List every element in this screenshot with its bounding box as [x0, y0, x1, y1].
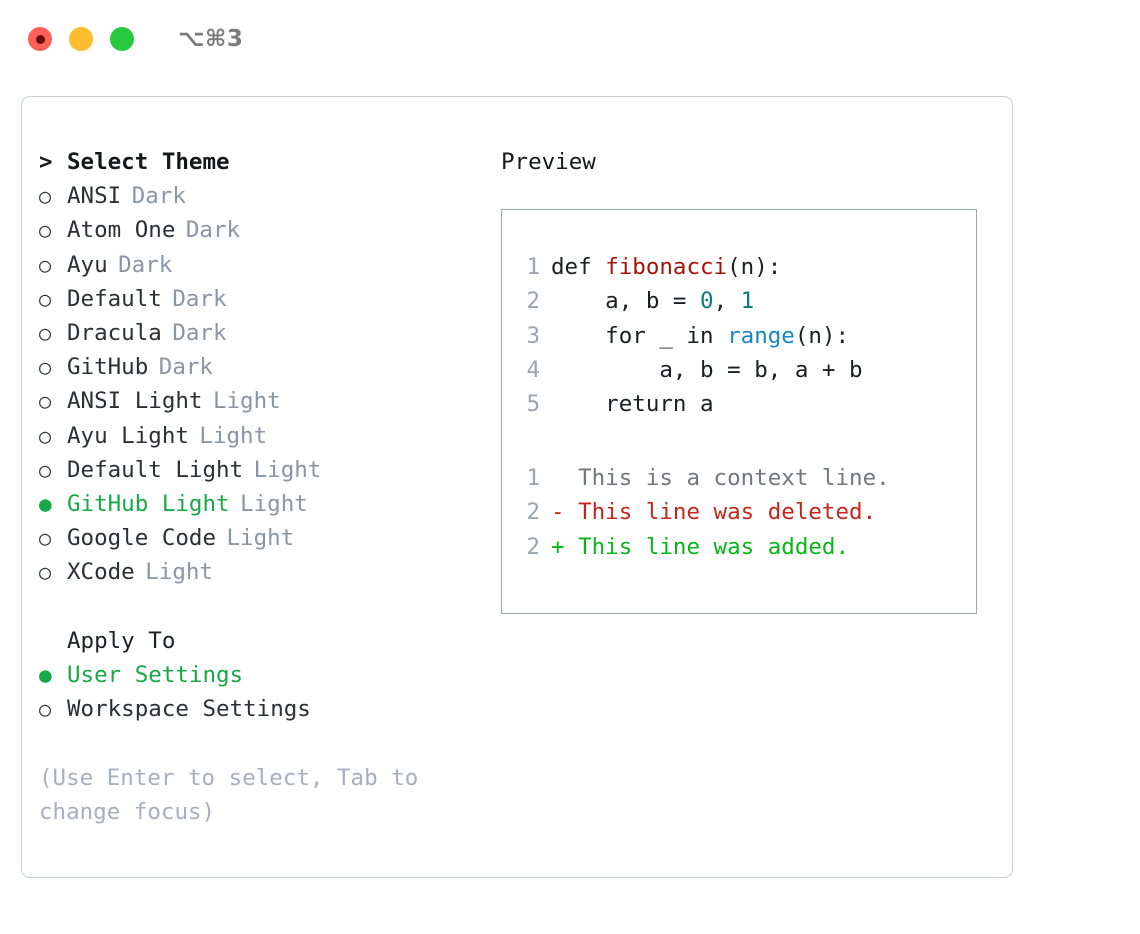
theme-list-item-github[interactable]: ○ GitHub Dark	[39, 350, 479, 384]
theme-variant-badge: Light	[212, 388, 281, 415]
theme-list-item-default-light[interactable]: ○ Default Light Light	[39, 453, 479, 487]
keyboard-shortcut-label: ⌥⌘3	[178, 26, 244, 52]
theme-name: Default Light	[67, 456, 244, 483]
radio-unselected-icon[interactable]: ○	[39, 355, 52, 380]
diff-content: + This line was added.	[551, 533, 850, 560]
line-number: 2	[526, 288, 540, 315]
keyboard-hint-text: (Use Enter to select, Tab to change focu…	[39, 765, 432, 825]
apply-to-option-user-settings[interactable]: ● User Settings	[39, 658, 479, 692]
theme-list-item-atom-one[interactable]: ○ Atom One Dark	[39, 213, 479, 247]
theme-list-item-ansi-light[interactable]: ○ ANSI Light Light	[39, 384, 479, 418]
theme-name: Ayu	[67, 251, 108, 278]
preview-box: 1 def fibonacci(n): 2 a, b = 0, 1 3 for …	[501, 209, 977, 615]
radio-unselected-icon[interactable]: ○	[39, 286, 52, 311]
code-line: 5 return a	[502, 387, 976, 421]
theme-variant-badge: Dark	[172, 285, 227, 312]
theme-name: XCode	[67, 559, 135, 586]
line-number: 5	[526, 390, 540, 417]
code-content: return a	[551, 390, 714, 417]
maximize-dot-icon[interactable]	[110, 27, 134, 51]
prompt-marker-icon: >	[39, 149, 53, 175]
code-line: 2 a, b = 0, 1	[502, 284, 976, 318]
theme-variant-badge: Light	[199, 422, 268, 449]
apply-to-option-workspace-settings[interactable]: ○ Workspace Settings	[39, 692, 479, 726]
theme-list-item-google-code[interactable]: ○ Google Code Light	[39, 521, 479, 555]
window-controls	[28, 27, 134, 51]
line-number: 2	[526, 499, 540, 526]
page-title: Select Theme	[67, 149, 230, 175]
line-number: 1	[526, 254, 540, 281]
diff-content: This is a context line.	[578, 465, 890, 492]
theme-variant-badge: Light	[226, 525, 295, 552]
radio-unselected-icon[interactable]: ○	[39, 697, 52, 721]
code-content: a, b = b, a + b	[551, 356, 863, 383]
diff-line-added: 2 + This line was added.	[502, 530, 976, 564]
code-line: 3 for _ in range(n):	[502, 319, 976, 353]
preview-column: Preview 1 def fibonacci(n): 2 a, b = 0, …	[501, 145, 991, 615]
list-spacer	[39, 589, 479, 623]
radio-unselected-icon[interactable]: ○	[39, 457, 52, 482]
theme-list-item-ayu[interactable]: ○ Ayu Dark	[39, 248, 479, 282]
theme-list-item-github-light[interactable]: ● GitHub Light Light	[39, 487, 479, 521]
theme-variant-badge: Dark	[158, 354, 213, 381]
preview-title: Preview	[501, 149, 596, 175]
theme-list-item-ansi[interactable]: ○ ANSI Dark	[39, 179, 479, 213]
code-line: 4 a, b = b, a + b	[502, 353, 976, 387]
theme-picker-column: > Select Theme ○ ANSI Dark ○ Atom One Da…	[39, 145, 479, 726]
diff-content: - This line was deleted.	[551, 499, 877, 526]
apply-to-label-text: Apply To	[67, 627, 176, 654]
radio-unselected-icon[interactable]: ○	[39, 560, 52, 585]
radio-unselected-icon[interactable]: ○	[39, 184, 52, 209]
radio-unselected-icon[interactable]: ○	[39, 252, 52, 277]
code-content: for _ in range(n):	[551, 322, 850, 349]
diff-line-deleted: 2 - This line was deleted.	[502, 495, 976, 529]
radio-unselected-icon[interactable]: ○	[39, 423, 52, 448]
theme-variant-badge: Light	[240, 490, 308, 517]
radio-selected-icon[interactable]: ●	[39, 491, 52, 516]
theme-variant-badge: Light	[253, 456, 322, 483]
close-dot-icon[interactable]	[28, 27, 52, 51]
theme-list-item-default[interactable]: ○ Default Dark	[39, 282, 479, 316]
radio-unselected-icon[interactable]: ○	[39, 526, 52, 551]
line-number: 3	[526, 322, 540, 349]
theme-name: Atom One	[67, 217, 176, 244]
line-number: 2	[526, 533, 540, 560]
theme-list-item-ayu-light[interactable]: ○ Ayu Light Light	[39, 419, 479, 453]
code-content: a, b = 0, 1	[551, 288, 755, 315]
radio-unselected-icon[interactable]: ○	[39, 218, 52, 243]
theme-name: Dracula	[67, 319, 162, 346]
diff-line-context: 1 This is a context line.	[502, 461, 976, 495]
apply-to-option-label: User Settings	[67, 661, 244, 688]
minimize-dot-icon[interactable]	[69, 27, 93, 51]
theme-variant-badge: Light	[145, 559, 213, 586]
main-panel: > Select Theme ○ ANSI Dark ○ Atom One Da…	[21, 96, 1013, 878]
apply-to-label: Apply To	[39, 624, 479, 658]
line-number: 4	[526, 356, 540, 383]
theme-name: Ayu Light	[67, 422, 189, 449]
theme-variant-badge: Dark	[172, 319, 227, 346]
theme-variant-badge: Dark	[185, 217, 241, 244]
radio-selected-icon[interactable]: ●	[39, 662, 52, 687]
theme-name: Default	[67, 285, 162, 312]
theme-variant-badge: Dark	[118, 251, 173, 278]
theme-name: ANSI	[67, 183, 122, 210]
title-bar: ⌥⌘3	[0, 0, 1140, 78]
apply-to-option-label: Workspace Settings	[67, 696, 311, 722]
theme-variant-badge: Dark	[131, 183, 186, 210]
theme-list-item-xcode[interactable]: ○ XCode Light	[39, 555, 479, 589]
preview-gap	[502, 421, 976, 461]
code-line: 1 def fibonacci(n):	[502, 250, 976, 284]
theme-name: GitHub	[67, 354, 149, 381]
radio-unselected-icon[interactable]: ○	[39, 389, 52, 414]
theme-name: GitHub Light	[67, 490, 230, 517]
code-content: def fibonacci(n):	[551, 254, 782, 281]
radio-unselected-icon[interactable]: ○	[39, 320, 52, 345]
theme-name: ANSI Light	[67, 388, 203, 415]
select-theme-header: > Select Theme	[39, 145, 479, 179]
theme-name: Google Code	[67, 525, 217, 552]
theme-list-item-dracula[interactable]: ○ Dracula Dark	[39, 316, 479, 350]
line-number: 1	[526, 465, 540, 492]
